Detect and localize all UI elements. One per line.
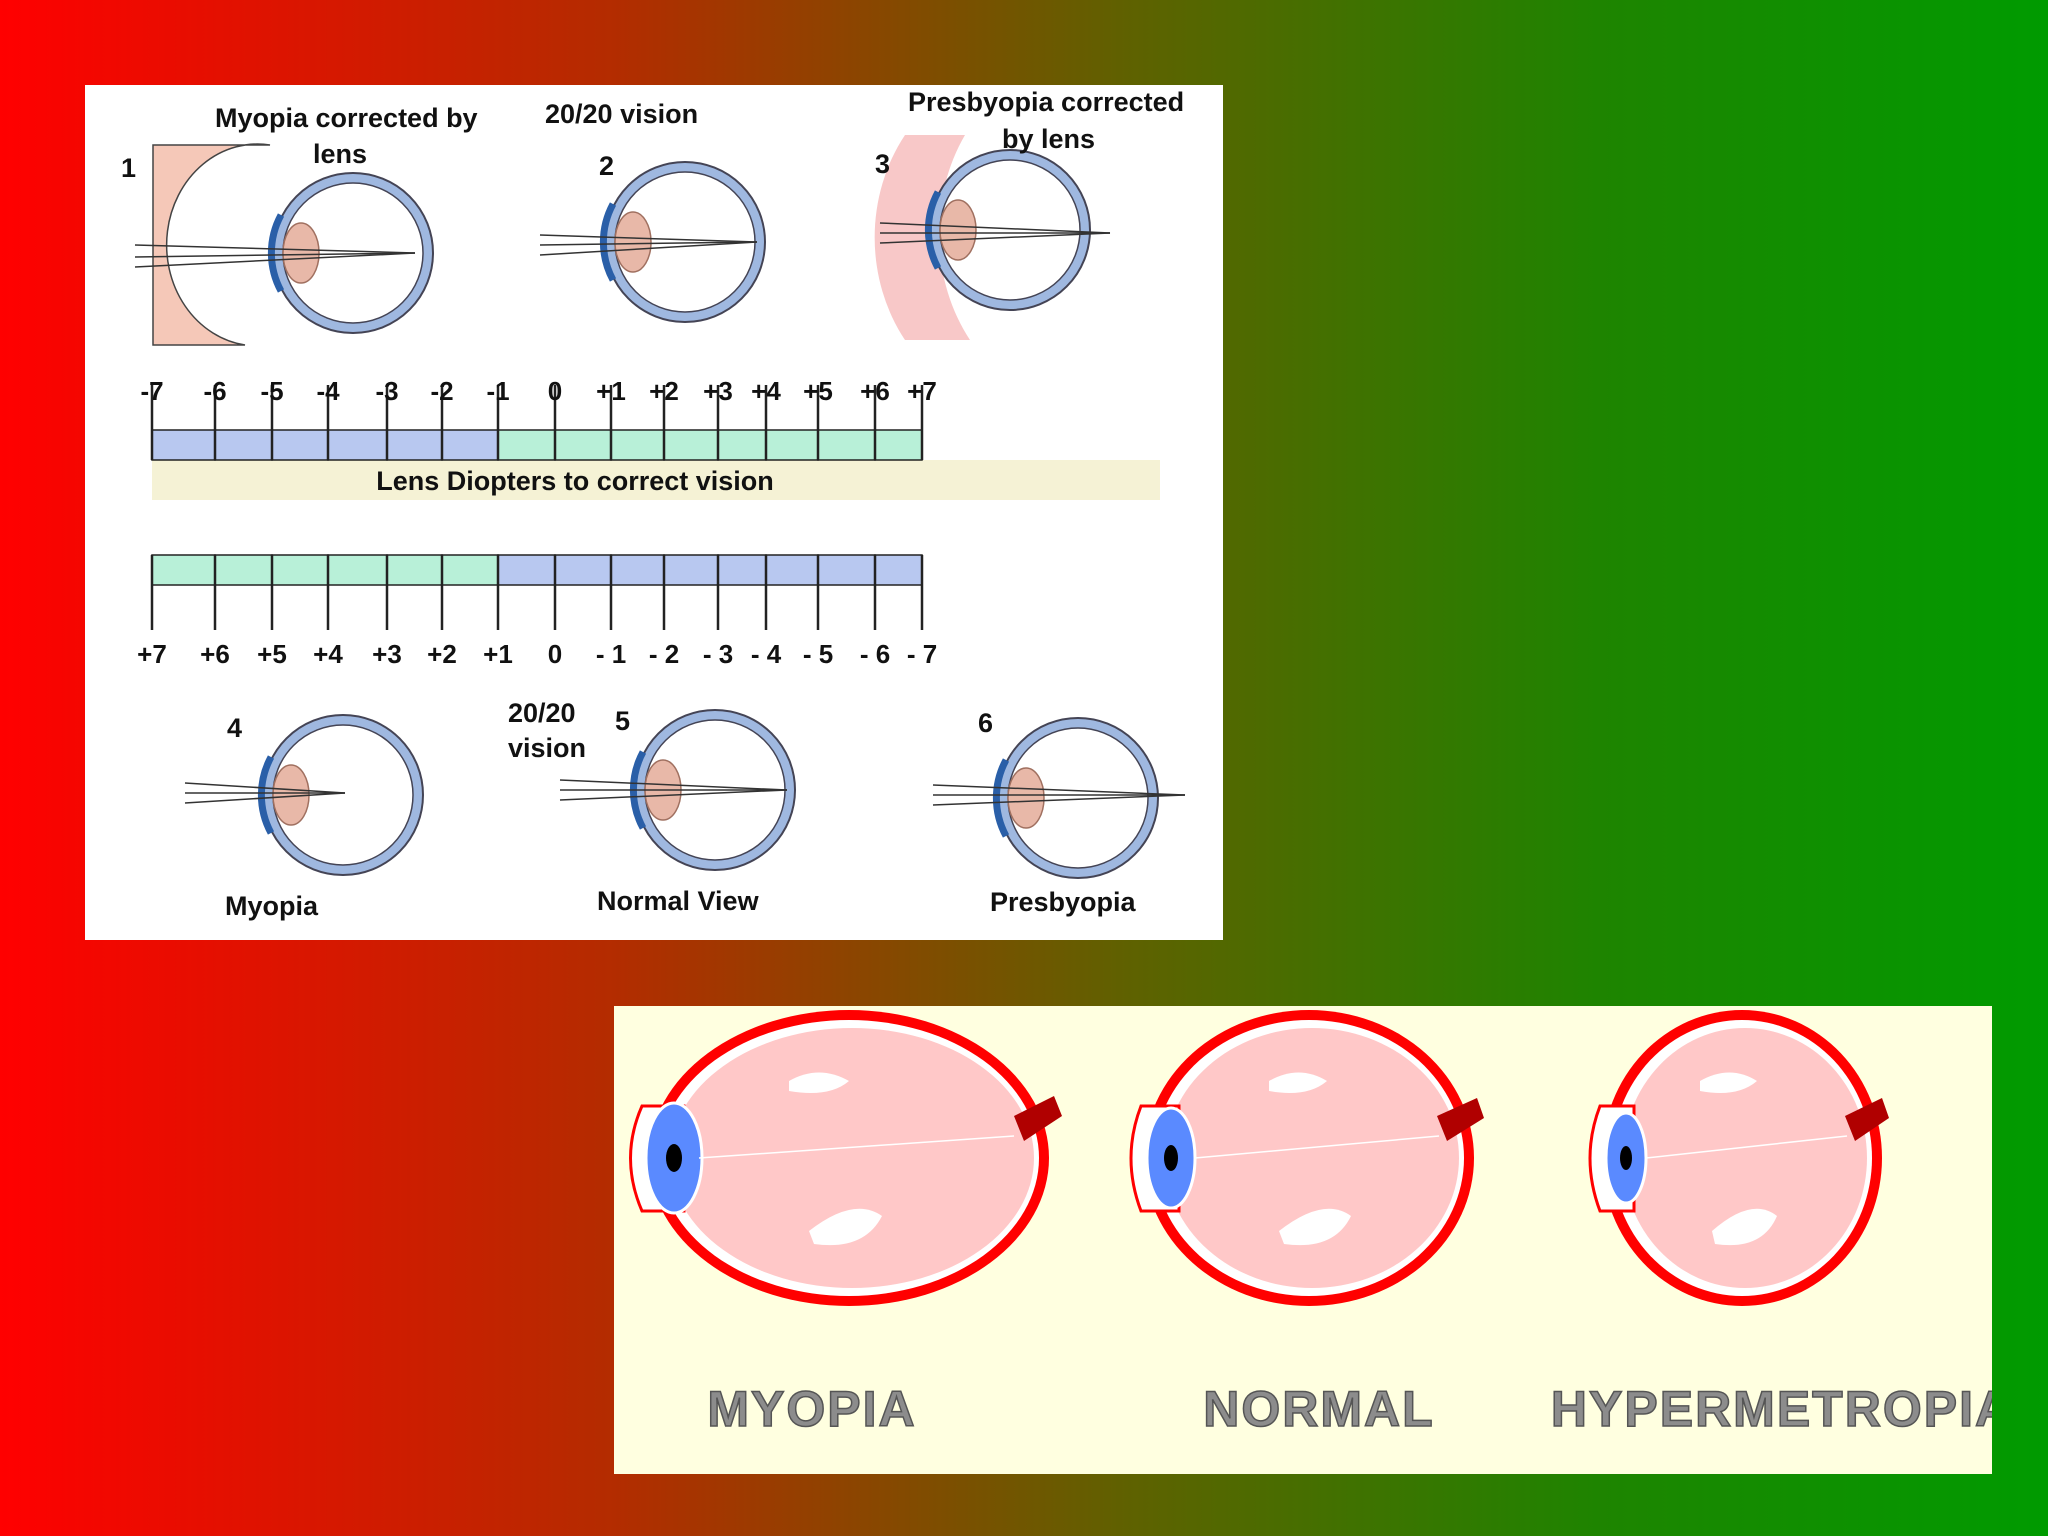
eye-shape-comparison: MYOPIA NORMAL HYPERMETROPIA	[629, 1010, 1992, 1438]
bottom-scale-cell	[386, 554, 443, 586]
refraction-diagram: Myopia corrected by lens 1 20/20 vision …	[121, 87, 1186, 921]
bottom-tick-label: - 1	[596, 639, 626, 669]
top-scale-cell	[817, 429, 876, 461]
eye-6-presbyopia: 6 Presbyopia	[932, 708, 1186, 917]
bottom-scale-cell	[765, 554, 819, 586]
top-scale-cell	[151, 429, 216, 461]
bottom-tick-label: - 3	[703, 639, 733, 669]
normal-eye: NORMAL	[1129, 1010, 1484, 1438]
top-scale-cell	[610, 429, 665, 461]
bottom-tick-label: - 6	[860, 639, 890, 669]
bottom-tick-label: - 4	[751, 639, 782, 669]
hypermetropia-eye: HYPERMETROPIA	[1550, 1010, 1992, 1438]
top-scale: -7 -6 -5 -4 -3 -2 -1 0 +1 +2 +3 +4 +5 +6 +7	[140, 376, 937, 461]
bottom-tick-label: +1	[483, 639, 513, 669]
eye-5-caption-bottom: Normal View	[597, 886, 760, 916]
eye-2-caption: 20/20 vision	[545, 99, 698, 129]
eye-4-caption: Myopia	[225, 891, 319, 921]
bottom-scale-cell	[817, 554, 876, 586]
eye-2-normal: 20/20 vision 2	[539, 99, 765, 322]
top-scale-cell	[765, 429, 819, 461]
top-tick-label: -1	[486, 376, 509, 406]
bottom-tick-label: - 2	[649, 639, 679, 669]
eye-2-number: 2	[599, 151, 614, 181]
top-scale-cell	[441, 429, 499, 461]
top-scale-cell	[717, 429, 767, 461]
scale-title-band	[152, 460, 1160, 500]
eye-3-caption-line2: by lens	[1002, 124, 1095, 154]
bottom-scale-cell	[610, 554, 665, 586]
eye-6-number: 6	[978, 708, 993, 738]
bottom-tick-label: - 5	[803, 639, 833, 669]
top-tick-label: 0	[548, 376, 562, 406]
bottom-tick-label: - 7	[907, 639, 937, 669]
top-scale-cell	[874, 429, 923, 461]
top-tick-label: -3	[375, 376, 398, 406]
bottom-scale-cell	[497, 554, 556, 586]
top-scale-cell	[554, 429, 612, 461]
bottom-scale-cell	[151, 554, 216, 586]
top-scale-cell	[271, 429, 329, 461]
top-tick-label: -7	[140, 376, 163, 406]
top-tick-label: +1	[596, 376, 626, 406]
normal-label: NORMAL	[1203, 1381, 1434, 1437]
top-tick-label: +3	[703, 376, 733, 406]
bottom-scale-cell	[327, 554, 388, 586]
top-tick-label: -2	[430, 376, 453, 406]
top-tick-label: -4	[316, 376, 340, 406]
top-scale-cell	[327, 429, 388, 461]
eye-1-number: 1	[121, 153, 136, 183]
eye-5-caption-line2: vision	[508, 733, 586, 763]
eye-1-myopia-corrected: Myopia corrected by lens 1	[121, 103, 478, 346]
bottom-scale-cell	[554, 554, 612, 586]
top-tick-label: +5	[803, 376, 833, 406]
bottom-scale: +7 +6 +5 +4 +3 +2 +1 0 - 1 - 2 - 3 - 4 - 5 - 6 - 7	[137, 554, 937, 669]
top-scale-cell	[497, 429, 556, 461]
scale-title: Lens Diopters to correct vision	[376, 466, 774, 496]
bottom-scale-cell	[441, 554, 499, 586]
bottom-tick-label: +5	[257, 639, 287, 669]
top-tick-label: -5	[260, 376, 283, 406]
eye-shape-comparison-panel: MYOPIA NORMAL HYPERMETROPIA	[614, 1006, 1992, 1474]
eye-6-caption: Presbyopia	[990, 887, 1137, 917]
top-scale-cell	[214, 429, 273, 461]
bottom-tick-label: +4	[313, 639, 343, 669]
top-scale-cell	[663, 429, 719, 461]
eye-5-normal-view: 20/20 vision 5 Normal View	[508, 698, 795, 916]
top-tick-label: +4	[751, 376, 781, 406]
bottom-tick-label: +6	[200, 639, 230, 669]
bottom-tick-label: 0	[548, 639, 562, 669]
eye-3-number: 3	[875, 149, 890, 179]
bottom-scale-cell	[271, 554, 329, 586]
bottom-scale-cell	[717, 554, 767, 586]
eye-4-number: 4	[227, 713, 242, 743]
eye-3-caption-line1: Presbyopia corrected	[908, 87, 1184, 117]
top-scale-cell	[386, 429, 443, 461]
myopia-eye: MYOPIA	[629, 1010, 1062, 1438]
bottom-tick-label: +7	[137, 639, 167, 669]
top-tick-label: +6	[860, 376, 890, 406]
top-tick-label: -6	[203, 376, 226, 406]
bottom-scale-cell	[874, 554, 923, 586]
bottom-scale-cell	[214, 554, 273, 586]
top-tick-label: +7	[907, 376, 937, 406]
bottom-tick-label: +3	[372, 639, 402, 669]
eye-5-number: 5	[615, 706, 630, 736]
eye-1-caption-line2: lens	[313, 139, 367, 169]
eye-3-presbyopia-corrected: Presbyopia corrected by lens 3	[874, 87, 1184, 340]
myopia-label: MYOPIA	[707, 1381, 916, 1437]
eye-4-myopia: 4 Myopia	[184, 713, 423, 921]
hypermetropia-label: HYPERMETROPIA	[1551, 1381, 1992, 1437]
bottom-tick-label: +2	[427, 639, 457, 669]
diopter-scale: Lens Diopters to correct vision -7 -6 -5 -4…	[137, 376, 1160, 669]
top-tick-label: +2	[649, 376, 679, 406]
eye-1-caption-line1: Myopia corrected by	[215, 103, 478, 133]
eye-5-caption-line1: 20/20	[508, 698, 576, 728]
bottom-scale-cell	[663, 554, 719, 586]
refraction-diagram-panel: Myopia corrected by lens 1 20/20 vision …	[85, 85, 1223, 940]
